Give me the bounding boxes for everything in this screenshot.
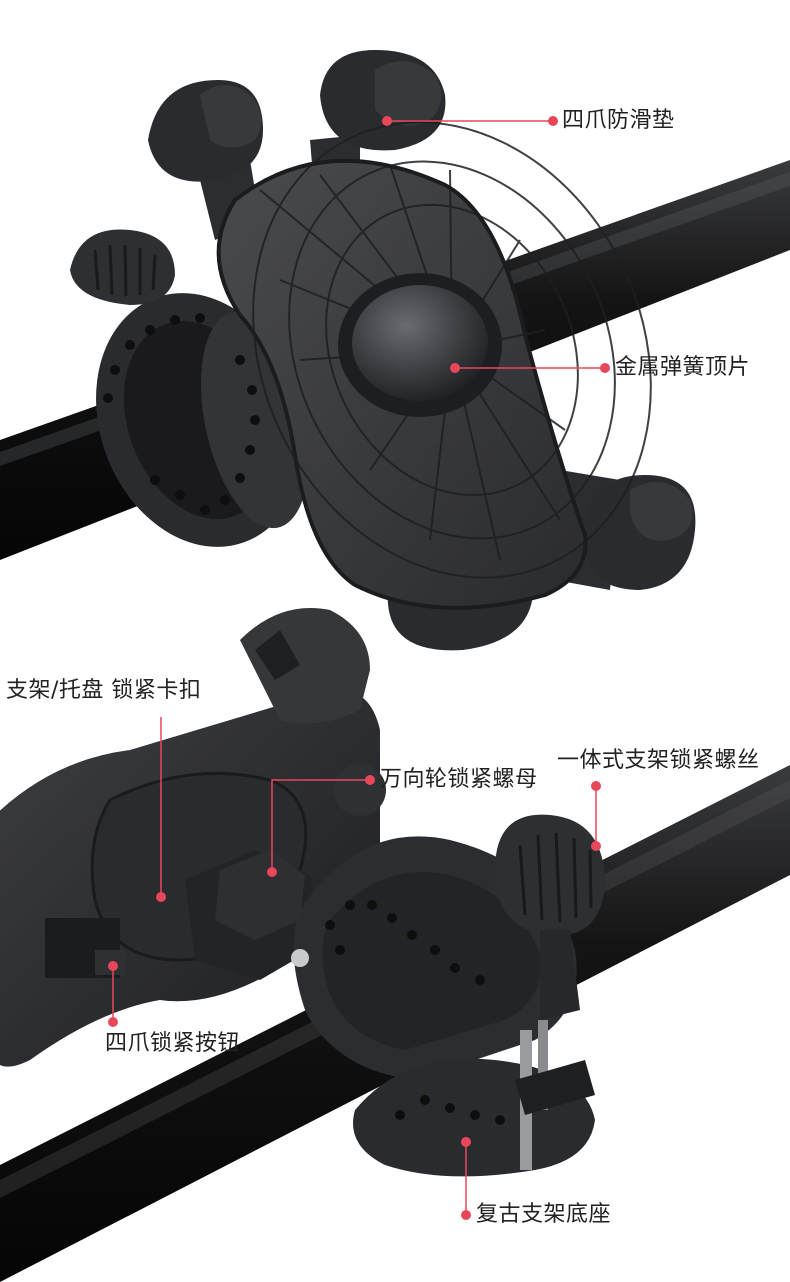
claw-top-right xyxy=(320,50,446,151)
label-claw-lock-button: 四爪锁紧按钮 xyxy=(105,1031,241,1056)
dot-tray-lock-clip xyxy=(156,892,166,902)
dot-swivel-nut-a xyxy=(267,867,277,877)
label-retro-mount-base: 复古支架底座 xyxy=(476,1202,612,1227)
label-metal-spring-plate: 金属弹簧顶片 xyxy=(615,355,751,380)
dot-base-a xyxy=(461,1137,471,1147)
leader-swivel-nut xyxy=(271,779,370,872)
dot-spring-plate-b xyxy=(600,363,610,373)
top-phone-cradle xyxy=(148,50,696,651)
callout-dots xyxy=(108,116,610,1220)
dot-lock-screw-b xyxy=(591,841,601,851)
dot-claw-pads-b xyxy=(548,116,558,126)
dot-swivel-nut-b xyxy=(365,775,375,785)
dot-lock-button-b xyxy=(108,1017,118,1027)
bottom-clamp xyxy=(291,836,595,1177)
dot-claw-pads-a xyxy=(382,116,392,126)
claw-top-left xyxy=(148,80,263,182)
label-integrated-lock-screw: 一体式支架锁紧螺丝 xyxy=(557,748,760,773)
label-claw-pads: 四爪防滑垫 xyxy=(562,108,675,133)
top-thumb-knob xyxy=(70,229,175,305)
dot-spring-plate-a xyxy=(450,363,460,373)
callout-leaders xyxy=(112,120,605,1215)
label-swivel-lock-nut: 万向轮锁紧螺母 xyxy=(380,767,538,792)
bottom-lock-screw-knob xyxy=(495,814,605,1020)
dot-lock-screw-a xyxy=(591,781,601,791)
claw-bottom-right xyxy=(584,475,696,590)
bottom-swivel-nut xyxy=(185,850,320,980)
label-tray-lock-clip: 支架/托盘 锁紧卡扣 xyxy=(6,678,202,703)
dot-base-b xyxy=(461,1210,471,1220)
dot-lock-button-a xyxy=(108,961,118,971)
